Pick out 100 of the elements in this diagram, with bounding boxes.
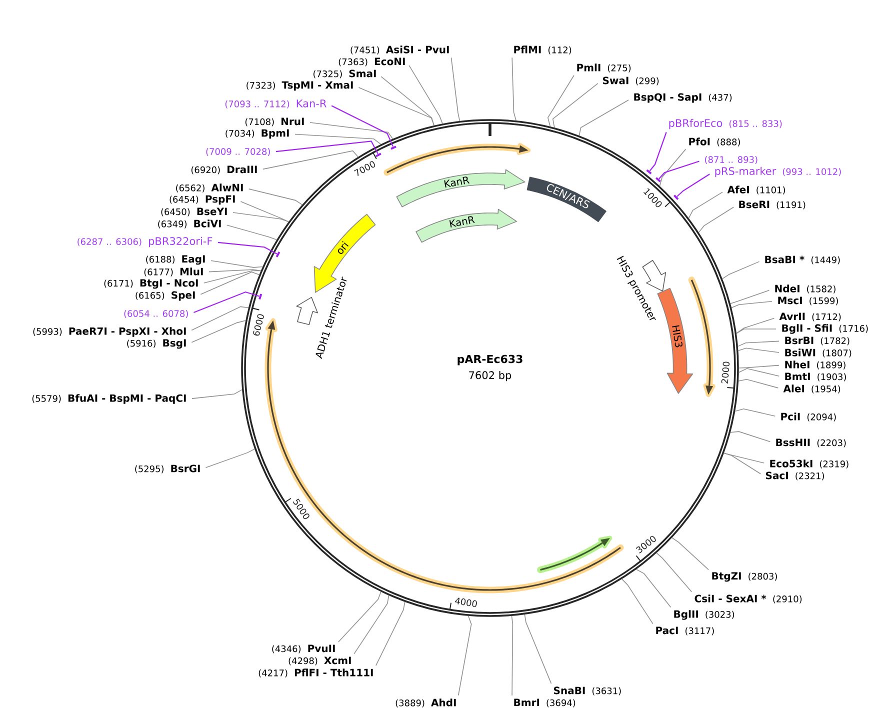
leader-line [738,340,780,347]
leader-line [578,100,629,136]
leader-line [210,260,264,268]
site-label: (6349) BciVI [158,220,221,228]
leader-line [552,83,598,128]
tick-label: 4000 [454,598,477,608]
site-label: BmtI (1903) [785,372,846,382]
primer-mark [646,169,652,174]
leader-line [191,306,249,331]
primer-label: pBRforEco (815 .. 833) [669,118,782,130]
tick-label: 6000 [253,314,264,336]
site-label: (6450) BseYI [161,208,227,216]
site-label: PflMI (112) [514,46,572,54]
site-label: BsaBI * (1449) [765,256,840,264]
site-label: PmlI (275) [577,64,631,72]
site-label: PacI (3117) [656,626,714,636]
site-label: (7325) SmaI [314,70,376,78]
site-label: (6177) MluI [144,268,203,276]
primer-mark [390,146,396,150]
site-label: (6920) DraIII [191,166,257,174]
leader-line [724,452,765,464]
leader-line [232,212,290,222]
site-label: (6165) SpeI [136,291,195,301]
leader-line [734,408,776,416]
feature-block: KanR [396,169,526,208]
site-label: (7108) NruI [245,118,304,126]
leader-line [738,368,780,376]
site-label: BseRI (1191) [739,200,806,210]
site-label: NheI (1899) [785,360,846,370]
leader-line [458,616,472,696]
leader-line [524,614,552,684]
leader-line [736,318,775,334]
site-label: BssHII (2203) [776,438,846,448]
leader-line [622,578,654,624]
leader-line [722,261,760,280]
leader-line [358,87,434,126]
site-label: (7034) BpmI [226,129,289,139]
site-label: SnaBI (3631) [554,686,621,696]
leader-line [698,206,734,233]
site-label: Eco53kI (2319) [770,460,848,468]
leader-line [226,224,278,240]
site-label: CsiI - SexAI * (2910) [694,594,802,604]
site-label: MscI (1599) [778,296,838,306]
leader-line [338,591,382,642]
leader-line [205,448,256,468]
leader-line [547,74,574,127]
leader-line [738,364,780,368]
leader-line [512,57,516,121]
primer-label: (7093 .. 7112) Kan-R [225,100,326,108]
primer-label: pRS-marker (993 .. 1012) [715,166,841,178]
primer-mark [674,194,679,200]
leader-line [376,601,406,666]
site-label: (7323) TspMI - XmaI [246,81,353,91]
leader-line [262,150,359,170]
site-label: AleI (1954) [783,384,840,394]
site-label: (6171) BtgI - NcoI [104,279,198,289]
leader-line [672,537,709,570]
site-label: AvrII (1712) [779,312,841,322]
site-label: (6188) EagI [146,255,205,265]
primer-mark [276,252,280,258]
site-label: (4298) XcmI [288,656,351,666]
leader-line [649,132,667,172]
site-label: (6454) PspFI [170,195,235,205]
leader-line [511,616,514,696]
site-label: (4217) PflFI - Tth111I [258,668,373,678]
leader-line [218,242,278,254]
leader-line [688,192,723,219]
site-label: (5993) PaeR7I - PspXI - XhoI [33,327,186,337]
site-label: SwaI (299) [602,76,659,86]
site-label: BtgZI (2803) [712,572,777,582]
primer-label: (6287 .. 6306) pBR322ori-F [78,236,212,248]
site-label: BsiWI (1807) [785,348,852,358]
primer-label: (871 .. 893) [705,156,758,164]
site-label: PciI (2094) [781,412,836,422]
site-label: BmrI (3694) [514,698,576,708]
site-label: AfeI (1101) [727,186,785,194]
primer-label: (7009 .. 7028) [206,148,270,156]
leader-line [192,389,242,399]
site-label: (3889) AhdI [396,698,456,708]
leader-line [730,290,770,304]
leader-line [248,188,303,206]
primer-mark [655,177,661,182]
site-label: (5295) BsrGI [135,464,200,474]
primer-mark [258,294,262,300]
feature-block: KanR [416,208,518,243]
leader-line [191,320,246,343]
leader-line [658,160,700,180]
site-label: (6562) AlwNI [176,184,243,192]
leader-line [331,105,394,147]
leader-line [276,140,378,154]
primer-mark [376,152,382,158]
site-label: (4346) PvuII [272,644,335,654]
site-label: BglII (3023) [674,610,734,620]
leader-line [724,452,762,474]
leader-line [738,348,780,353]
leader-line [450,57,460,122]
primer-label: (6054 .. 6078) [124,310,188,318]
tick-label: 7000 [354,161,376,176]
leader-line [636,568,672,608]
leader-line [310,122,394,140]
